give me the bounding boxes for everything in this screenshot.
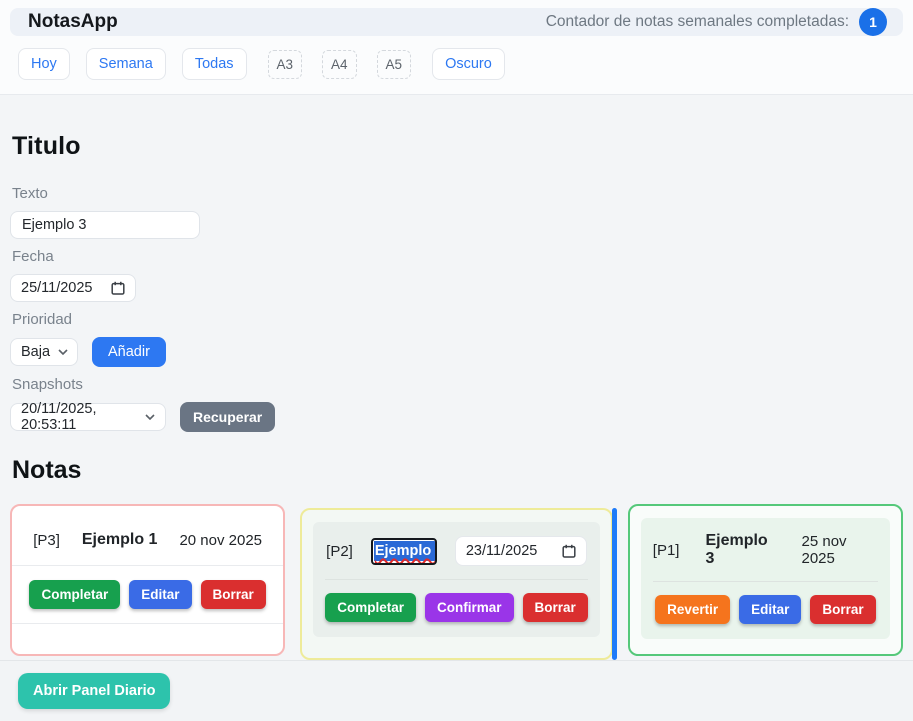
editar-button[interactable]: Editar bbox=[129, 580, 192, 609]
filter-hoy-button[interactable]: Hoy bbox=[18, 48, 70, 80]
footer-bar: Abrir Panel Diario bbox=[0, 660, 913, 721]
counter-badge: 1 bbox=[859, 8, 887, 36]
prioridad-select[interactable]: Baja bbox=[10, 338, 78, 366]
size-button-group: A3 A4 A5 bbox=[267, 49, 412, 79]
size-a5-button[interactable]: A5 bbox=[376, 49, 412, 79]
fecha-value: 25/11/2025 bbox=[21, 280, 93, 296]
note-priority: [P2] bbox=[326, 542, 353, 560]
borrar-button[interactable]: Borrar bbox=[200, 580, 266, 609]
note-card-p1-completed: [P1] Ejemplo 3 25 nov 2025 Revertir Edit… bbox=[627, 504, 904, 656]
prioridad-label: Prioridad bbox=[12, 311, 73, 328]
app-title: NotasApp bbox=[28, 11, 118, 32]
weekly-counter: Contador de notas semanales completadas:… bbox=[546, 8, 887, 36]
recuperar-button[interactable]: Recuperar bbox=[180, 402, 276, 432]
active-edit-indicator bbox=[611, 508, 617, 660]
note-card-p2-editing: [P2] Ejemplo 2 23/11/2025 bbox=[300, 508, 617, 660]
selected-text: Ejemplo 2 bbox=[373, 541, 435, 561]
texto-input[interactable] bbox=[10, 211, 200, 239]
note-actions-row: Completar Confirmar Borrar bbox=[325, 580, 588, 637]
snapshot-value: 20/11/2025, 20:53:11 bbox=[21, 401, 97, 433]
note-info-row: [P3] Ejemplo 1 20 nov 2025 bbox=[12, 506, 284, 566]
form-section-title: Titulo bbox=[12, 132, 81, 160]
app-header: NotasApp Contador de notas semanales com… bbox=[10, 8, 903, 36]
filter-toolbar: Hoy Semana Todas A3 A4 A5 Oscuro bbox=[0, 36, 913, 95]
note-info-row: [P1] Ejemplo 3 25 nov 2025 bbox=[652, 518, 879, 582]
fecha-date-input[interactable]: 25/11/2025 bbox=[10, 274, 136, 302]
size-a3-button[interactable]: A3 bbox=[267, 49, 303, 79]
completar-button[interactable]: Completar bbox=[29, 580, 121, 609]
abrir-panel-diario-button[interactable]: Abrir Panel Diario bbox=[18, 673, 171, 709]
note-date: 20 nov 2025 bbox=[179, 531, 263, 549]
edit-date-value: 23/11/2025 bbox=[465, 543, 538, 559]
note-title-edit-input[interactable]: Ejemplo 2 bbox=[370, 537, 437, 565]
filter-semana-button[interactable]: Semana bbox=[85, 48, 166, 80]
prioridad-value: Baja bbox=[21, 344, 51, 360]
chevron-down-icon bbox=[58, 349, 68, 355]
note-priority: [P3] bbox=[33, 531, 60, 549]
note-date: 25 nov 2025 bbox=[801, 533, 847, 567]
counter-label: Contador de notas semanales completadas: bbox=[545, 13, 849, 30]
filter-todas-button[interactable]: Todas bbox=[181, 48, 247, 80]
snapshots-label: Snapshots bbox=[12, 376, 83, 393]
fecha-label: Fecha bbox=[12, 248, 54, 265]
note-actions-row: Revertir Editar Borrar bbox=[653, 582, 878, 639]
revertir-button[interactable]: Revertir bbox=[655, 595, 731, 624]
notes-section-title: Notas bbox=[12, 456, 82, 484]
note-title: Ejemplo 1 bbox=[81, 531, 158, 548]
chevron-down-icon bbox=[145, 414, 155, 420]
note-title: Ejemplo 3 bbox=[705, 532, 768, 567]
notes-list: [P3] Ejemplo 1 20 nov 2025 Completar Edi… bbox=[10, 504, 904, 660]
snapshots-select[interactable]: 20/11/2025, 20:53:11 bbox=[10, 401, 166, 433]
note-edit-row: [P2] Ejemplo 2 23/11/2025 bbox=[325, 522, 588, 580]
calendar-icon bbox=[562, 544, 576, 558]
note-completed-panel: [P1] Ejemplo 3 25 nov 2025 Revertir Edit… bbox=[640, 518, 891, 639]
size-a4-button[interactable]: A4 bbox=[322, 49, 357, 79]
theme-oscuro-button[interactable]: Oscuro bbox=[432, 48, 505, 80]
completar-button[interactable]: Completar bbox=[325, 593, 416, 622]
calendar-icon bbox=[111, 281, 125, 295]
note-edit-panel: [P2] Ejemplo 2 23/11/2025 bbox=[313, 522, 600, 637]
anadir-button[interactable]: Añadir bbox=[92, 337, 166, 367]
note-date-edit-input[interactable]: 23/11/2025 bbox=[454, 536, 587, 566]
note-card-p3: [P3] Ejemplo 1 20 nov 2025 Completar Edi… bbox=[10, 504, 286, 656]
main-content: Titulo Texto Fecha 25/11/2025 Prioridad … bbox=[0, 95, 913, 660]
borrar-button[interactable]: Borrar bbox=[522, 593, 588, 622]
confirmar-button[interactable]: Confirmar bbox=[425, 593, 514, 622]
borrar-button[interactable]: Borrar bbox=[810, 595, 876, 624]
editar-button[interactable]: Editar bbox=[739, 595, 802, 624]
note-priority: [P1] bbox=[652, 541, 680, 559]
texto-label: Texto bbox=[12, 185, 48, 202]
note-actions-row: Completar Editar Borrar bbox=[12, 566, 284, 624]
